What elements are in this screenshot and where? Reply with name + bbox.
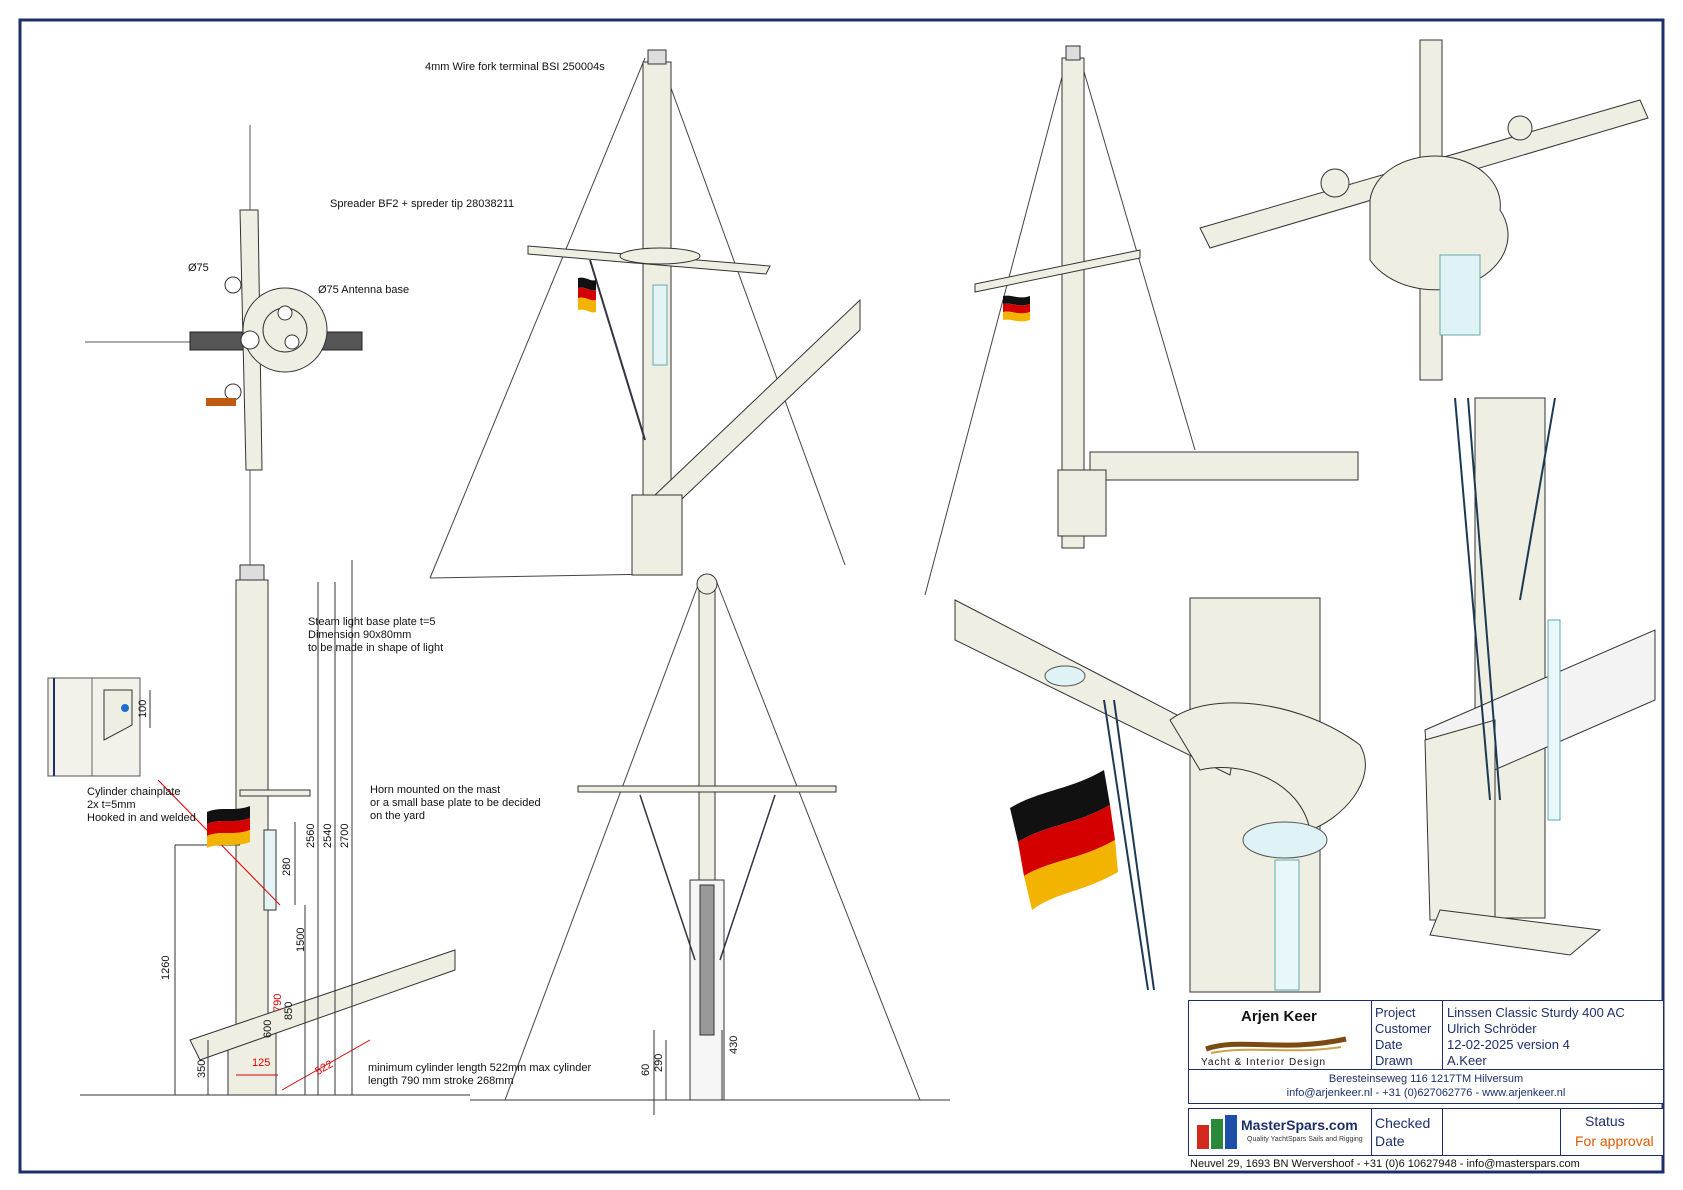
dim-1260: 1260 (160, 955, 172, 980)
dim-2540: 2540 (322, 823, 334, 848)
dim-600: 600 (262, 1019, 274, 1038)
supplier-footer: Neuvel 29, 1693 BN Wervershoof - +31 (0)… (1190, 1158, 1580, 1170)
date-label: Date (1375, 1133, 1405, 1149)
status-label: Status (1585, 1113, 1625, 1129)
designer-contact: info@arjenkeer.nl - +31 (0)627062776 - w… (1286, 1087, 1566, 1099)
right-corner-render (1199, 39, 1649, 381)
masterspars-logo-icon (1197, 1115, 1237, 1149)
spreader-label: Spreader BF2 + spreder tip 28038211 (330, 198, 515, 210)
dim-2700: 2700 (339, 823, 351, 848)
cylinder-note: minimum cylinder length 522mm max cylind… (368, 1062, 592, 1087)
dim-1500: 1500 (295, 927, 307, 952)
steam-light-note: Steam light base plate t=5 Dimension 90x… (308, 616, 444, 654)
designer-subtitle: Yacht & Interior Design (1201, 1057, 1327, 1068)
chainplate-detail (47, 677, 151, 777)
dim-100: 100 (137, 699, 149, 718)
dim-850: 850 (283, 1001, 295, 1020)
status-value: For approval (1575, 1133, 1654, 1149)
dim-430: 430 (728, 1035, 740, 1054)
masterspars-subtitle: Quality YachtSpars Sails and Rigging (1247, 1136, 1363, 1143)
dim-60: 60 (640, 1063, 652, 1076)
right-bottom-render (1424, 397, 1656, 956)
supplier-block: MasterSpars.com Quality YachtSpars Sails… (1188, 1108, 1664, 1156)
center-top-render (429, 49, 861, 579)
dim-350: 350 (196, 1059, 208, 1078)
top-view (85, 125, 363, 565)
designer-address: Beresteinseweg 116 1217TM Hilversum (1328, 1073, 1524, 1085)
right-top-render (924, 45, 1359, 596)
dim-125: 125 (252, 1057, 271, 1069)
side-view (80, 560, 470, 1096)
sheet-border (18, 18, 1665, 1174)
label-date: Date (1375, 1037, 1403, 1052)
antenna-label: Ø75 Antenna base (318, 284, 410, 296)
horn-note: Horn mounted on the mast or a small base… (370, 784, 541, 822)
value-project: Linssen Classic Sturdy 400 AC (1447, 1005, 1625, 1020)
label-customer: Customer (1375, 1021, 1432, 1036)
value-customer: Ulrich Schröder (1447, 1021, 1537, 1036)
title-block: Arjen Keer Yacht & Interior Design Proje… (1188, 1000, 1664, 1104)
designer-logo-swoosh (1205, 1036, 1347, 1054)
dim-280: 280 (281, 857, 293, 876)
dia75-label: Ø75 (188, 262, 209, 274)
chainplate-note: Cylinder chainplate 2x t=5mm Hooked in a… (87, 786, 196, 824)
wire-fork-label: 4mm Wire fork terminal BSI 250004s (425, 61, 605, 73)
masterspars-name: MasterSpars.com (1241, 1117, 1358, 1133)
right-detail-render (954, 597, 1366, 993)
checked-label: Checked (1375, 1115, 1431, 1131)
dim-2560: 2560 (305, 823, 317, 848)
label-project: Project (1375, 1005, 1416, 1020)
designer-name: Arjen Keer (1241, 1008, 1317, 1025)
value-date: 12-02-2025 version 4 (1447, 1037, 1570, 1052)
value-drawn: A.Keer (1447, 1053, 1487, 1068)
dim-290: 290 (653, 1053, 665, 1072)
label-drawn: Drawn (1375, 1053, 1413, 1068)
center-bottom-render (470, 573, 950, 1115)
